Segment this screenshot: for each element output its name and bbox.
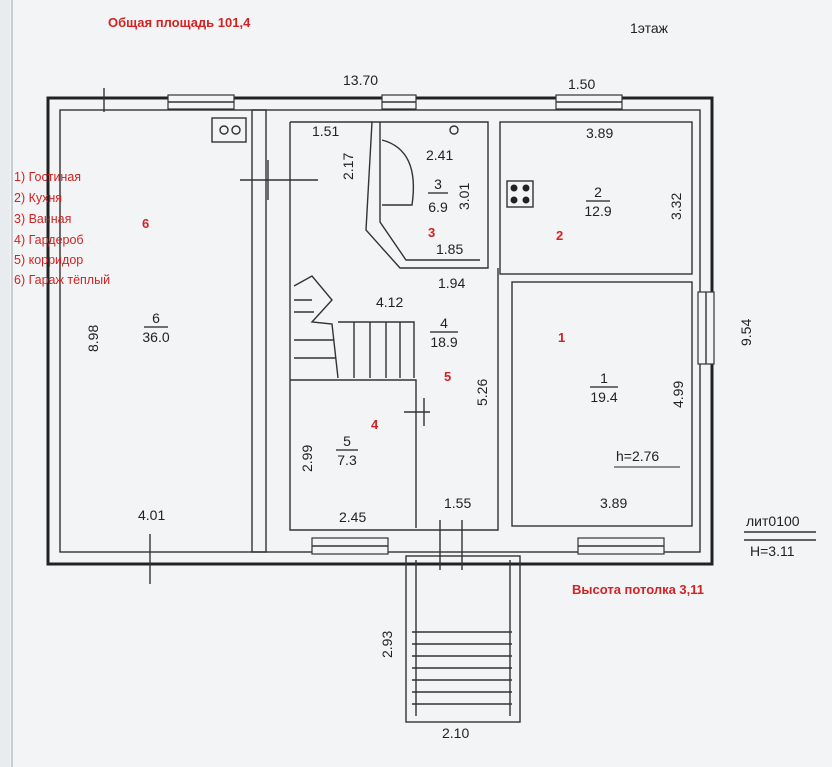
wardrobe-walls [290, 379, 417, 528]
dim-bath-height: 3.01 [456, 183, 472, 210]
stove-burner-icon [522, 196, 530, 204]
svg-text:1: 1 [600, 370, 608, 386]
kitchen-walls [499, 121, 693, 275]
dim-porch-width: 2.10 [442, 725, 469, 741]
dim-garage-width: 4.01 [138, 507, 165, 523]
dim-corr-height: 5.26 [474, 379, 490, 406]
room-marker-6: 6 [142, 216, 149, 231]
floor-label: 1этаж [630, 20, 669, 36]
room-label-5: 5 7.3 [336, 433, 358, 468]
room-label-2: 2 12.9 [584, 184, 611, 219]
dim-right-total: 9.54 [738, 319, 754, 346]
dim-porch-length: 2.93 [379, 631, 395, 658]
door-marks [103, 88, 463, 584]
legend-item-3: 3) Ванная [14, 212, 71, 226]
dim-bath-top-left: 1.51 [312, 123, 339, 139]
dim-kitchen-width: 3.89 [586, 125, 613, 141]
dim-bath-vert: 2.17 [340, 153, 356, 180]
stair-turn [293, 275, 339, 379]
dim-top-window: 1.50 [568, 76, 595, 92]
legend-item-6: 6) Гараж тёплый [14, 273, 110, 287]
ceiling-note: Высота потолка 3,11 [572, 582, 704, 597]
dim-ward-height: 2.99 [299, 445, 315, 472]
svg-text:4: 4 [440, 315, 448, 331]
stair-run [338, 321, 415, 378]
paper-sheet [10, 0, 832, 767]
dim-garage-height: 8.98 [85, 325, 101, 352]
legend-item-4: 4) Гардероб [14, 233, 84, 247]
stove-burner-icon [510, 196, 518, 204]
room-marker-5: 5 [444, 369, 451, 384]
room-marker-2: 2 [556, 228, 563, 243]
svg-text:18.9: 18.9 [430, 334, 457, 350]
central-walls [289, 122, 499, 531]
legend-item-1: 1) Гостиная [14, 170, 81, 184]
svg-text:6: 6 [152, 310, 160, 326]
svg-text:12.9: 12.9 [584, 203, 611, 219]
dim-bath-bottom: 1.85 [436, 241, 463, 257]
bath-inner-wall [379, 122, 480, 261]
stove-burner-icon [522, 184, 530, 192]
legend-item-2: 2) Кухня [14, 191, 62, 205]
svg-text:6.9: 6.9 [428, 199, 448, 215]
dim-living-height: 4.99 [670, 381, 686, 408]
dim-corr-top: 1.94 [438, 275, 465, 291]
living-room-walls [511, 281, 693, 527]
porch-outline [405, 555, 521, 723]
dim-top-total: 13.70 [343, 72, 378, 88]
bathtub-shape [381, 139, 415, 206]
bath-walls [365, 121, 489, 269]
svg-text:36.0: 36.0 [142, 329, 169, 345]
stove-burner-icon [510, 184, 518, 192]
dim-living-width: 3.89 [600, 495, 627, 511]
legend-item-5: 5) корридор [14, 253, 83, 267]
sink-icon [449, 125, 459, 135]
ceiling-room-height: h=2.76 [616, 448, 659, 464]
dim-bath-width: 2.41 [426, 147, 453, 163]
svg-text:7.3: 7.3 [337, 452, 357, 468]
room-marker-4: 4 [371, 417, 379, 432]
svg-text:3: 3 [434, 176, 442, 192]
room-marker-3: 3 [428, 225, 435, 240]
room-label-1: 1 19.4 [590, 370, 618, 405]
lit-height: H=3.11 [750, 543, 795, 559]
boiler-dial-icon [231, 125, 241, 135]
porch-steps [412, 560, 512, 716]
boiler-icon [211, 117, 247, 143]
lit-label: лит0100 [746, 513, 800, 529]
stair-steps [294, 299, 401, 378]
stove-icon [506, 180, 534, 208]
dim-corr-bottom: 1.55 [444, 495, 471, 511]
dim-ward-width: 2.45 [339, 509, 366, 525]
total-area-title: Общая площадь 101,4 [108, 15, 251, 30]
room-label-6: 6 36.0 [142, 310, 169, 345]
boiler-dial-icon [219, 125, 229, 135]
room-label-4: 4 18.9 [430, 315, 458, 350]
svg-text:2: 2 [594, 184, 602, 200]
room-label-3: 3 6.9 [428, 176, 448, 215]
dim-stair-width: 4.12 [376, 294, 403, 310]
svg-text:5: 5 [343, 433, 351, 449]
svg-text:19.4: 19.4 [590, 389, 617, 405]
garage-wall [251, 109, 267, 553]
dim-kitchen-height: 3.32 [668, 193, 684, 220]
room-marker-1: 1 [558, 330, 565, 345]
